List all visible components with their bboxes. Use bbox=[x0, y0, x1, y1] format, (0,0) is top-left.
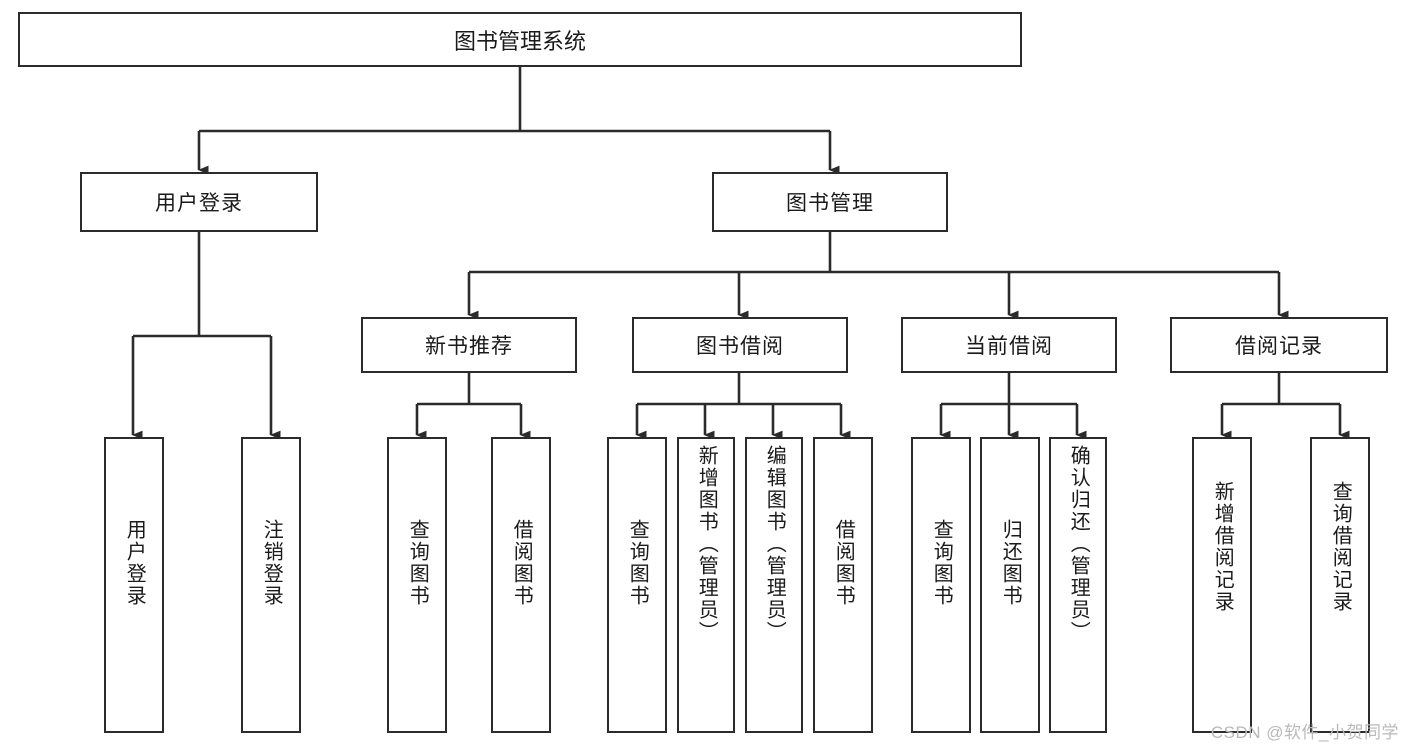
node-label: 用户登录 bbox=[155, 192, 243, 215]
node-book-borrow[interactable]: 图书借阅 bbox=[632, 317, 848, 373]
leaf-label: 归还图书 bbox=[999, 519, 1022, 607]
leaf-label: 新增借阅记录 bbox=[1211, 481, 1234, 613]
leaf-query-borrow-record[interactable]: 查询借阅记录 bbox=[1310, 437, 1370, 733]
leaf-query-book-borrow[interactable]: 查询图书 bbox=[607, 437, 667, 733]
leaf-borrow-book[interactable]: 借阅图书 bbox=[813, 437, 873, 733]
node-label: 新书推荐 bbox=[425, 335, 513, 358]
node-label: 当前借阅 bbox=[965, 335, 1053, 358]
leaf-label: 确认归还（管理员） bbox=[1067, 445, 1090, 643]
node-label: 图书借阅 bbox=[696, 335, 784, 358]
leaf-label: 注销登录 bbox=[260, 519, 283, 607]
leaf-logout-login[interactable]: 注销登录 bbox=[241, 437, 301, 733]
leaf-label: 编辑图书（管理员） bbox=[763, 445, 786, 643]
node-label: 图书管理 bbox=[786, 192, 874, 215]
node-label: 图书管理系统 bbox=[453, 28, 586, 54]
leaf-label: 查询图书 bbox=[406, 519, 429, 607]
leaf-label: 查询图书 bbox=[930, 519, 953, 607]
leaf-label: 用户登录 bbox=[123, 519, 146, 607]
leaf-add-book-admin[interactable]: 新增图书（管理员） bbox=[677, 437, 735, 733]
leaf-query-book-current[interactable]: 查询图书 bbox=[911, 437, 971, 733]
node-user-login[interactable]: 用户登录 bbox=[80, 172, 318, 232]
leaf-edit-book-admin[interactable]: 编辑图书（管理员） bbox=[745, 437, 803, 733]
leaf-label: 查询借阅记录 bbox=[1329, 481, 1352, 613]
csdn-watermark: CSDN @软件_小贺同学 bbox=[1210, 723, 1399, 742]
leaf-add-borrow-record[interactable]: 新增借阅记录 bbox=[1192, 437, 1252, 733]
node-new-book-recommend[interactable]: 新书推荐 bbox=[361, 317, 577, 373]
node-label: 借阅记录 bbox=[1235, 335, 1323, 358]
leaf-confirm-return-admin[interactable]: 确认归还（管理员） bbox=[1049, 437, 1107, 733]
leaf-query-book-recommend[interactable]: 查询图书 bbox=[387, 437, 447, 733]
leaf-user-login[interactable]: 用户登录 bbox=[104, 437, 164, 733]
leaf-label: 借阅图书 bbox=[510, 519, 533, 607]
node-root-system[interactable]: 图书管理系统 bbox=[18, 12, 1022, 67]
node-current-borrow[interactable]: 当前借阅 bbox=[901, 317, 1117, 373]
leaf-label: 查询图书 bbox=[626, 519, 649, 607]
node-borrow-record[interactable]: 借阅记录 bbox=[1170, 317, 1388, 373]
leaf-label: 借阅图书 bbox=[832, 519, 855, 607]
node-book-management[interactable]: 图书管理 bbox=[712, 172, 948, 232]
leaf-borrow-book-recommend[interactable]: 借阅图书 bbox=[491, 437, 551, 733]
leaf-return-book[interactable]: 归还图书 bbox=[980, 437, 1040, 733]
leaf-label: 新增图书（管理员） bbox=[695, 445, 718, 643]
